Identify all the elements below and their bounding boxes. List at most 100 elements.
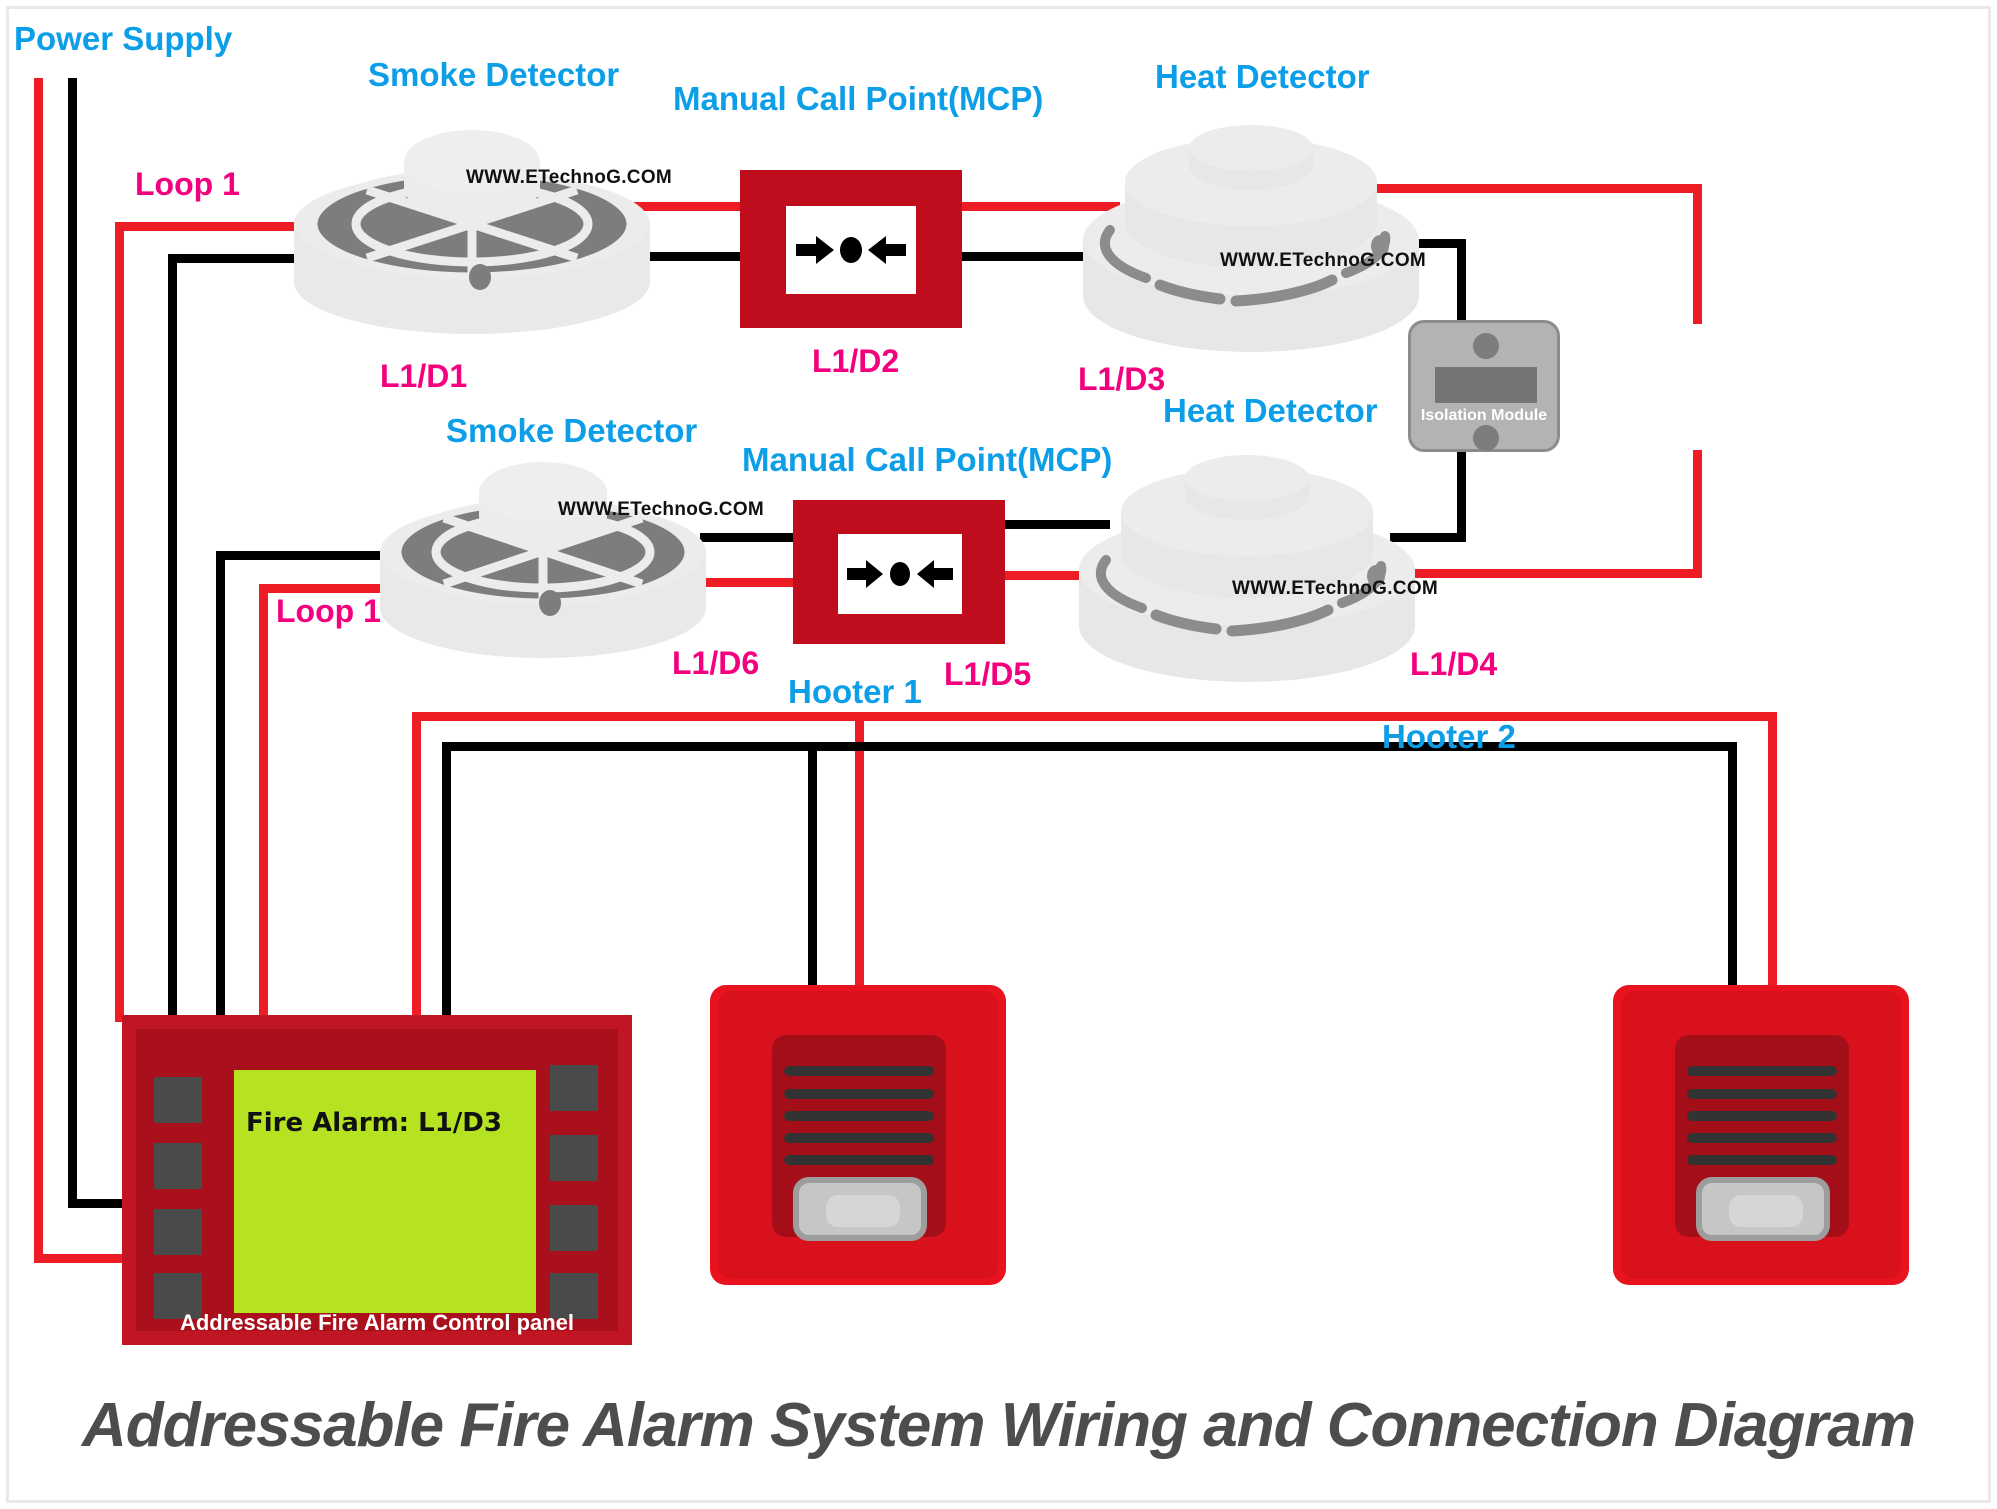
hooter-2-strobe-lens — [1696, 1177, 1830, 1241]
label-heat-detector-1: Heat Detector — [1155, 58, 1370, 95]
panel-caption: Addressable Fire Alarm Control panel — [179, 1310, 575, 1335]
address-d6: L1/D6 — [672, 645, 760, 681]
fire-alarm-control-panel[interactable]: Fire Alarm: L1/D3 Addressable Fire Alarm… — [122, 1015, 632, 1345]
label-mcp-2: Manual Call Point(MCP) — [742, 441, 1113, 478]
wire-d3-to-isolation-black-v — [1457, 239, 1466, 324]
address-d5: L1/D5 — [944, 656, 1032, 692]
label-hooter-1: Hooter 1 — [788, 673, 922, 710]
hooter-2-grille — [1675, 1035, 1849, 1241]
wire-hooter-red-panel-riser — [412, 712, 421, 1022]
wire-d3-to-isolation-red-h — [1362, 184, 1702, 193]
wire-d6-to-panel-black-v — [216, 551, 225, 1021]
wire-power-black-vertical — [68, 78, 77, 1208]
panel-lcd-display: Fire Alarm: L1/D3 — [234, 1070, 536, 1313]
mcp-window-2 — [838, 534, 962, 614]
wire-d1-to-d2-black — [612, 252, 742, 261]
wire-d3-to-isolation-black-h — [1384, 239, 1466, 248]
heat-detector-1[interactable] — [1080, 118, 1422, 368]
wire-d5-to-d6-black — [700, 533, 800, 542]
label-smoke-detector-2: Smoke Detector — [446, 412, 698, 449]
smoke-detector-2[interactable] — [378, 440, 708, 660]
hooter-1-strobe-lens — [793, 1177, 927, 1241]
wire-d2-to-d3-red — [960, 202, 1120, 211]
manual-call-point-1[interactable] — [740, 170, 962, 328]
wire-power-red-horizontal — [34, 1254, 124, 1263]
hooter-2-strobe-lens-inner — [1729, 1195, 1803, 1227]
label-power-supply: Power Supply — [14, 20, 233, 57]
hooter-2[interactable] — [1613, 985, 1909, 1285]
wire-d6-to-panel-black-h — [216, 551, 391, 560]
wire-isolation-to-d4-red-h — [1398, 569, 1702, 578]
wire-d4-to-d5-red — [1000, 571, 1110, 580]
wire-hooter2-black-drop — [1728, 742, 1737, 985]
wire-hooter-black-bus — [442, 742, 1737, 751]
heat-detector-2[interactable] — [1076, 448, 1418, 698]
wire-d1-to-d2-red — [610, 202, 742, 211]
hooter-1-strobe-lens-inner — [826, 1195, 900, 1227]
panel-button-left-2[interactable] — [154, 1143, 202, 1189]
hooter-2-bar-4 — [1687, 1133, 1837, 1143]
isolation-module[interactable]: Isolation Module — [1408, 320, 1560, 452]
panel-button-right-4[interactable] — [550, 1273, 598, 1319]
watermark-d1: WWW.ETechnoG.COM — [466, 167, 673, 188]
address-d4: L1/D4 — [1410, 646, 1498, 682]
wire-d4-to-d5-black — [1000, 520, 1110, 529]
label-loop1-bottom: Loop 1 — [276, 593, 381, 629]
wire-hooter1-black-drop — [808, 742, 817, 985]
panel-display-text: Fire Alarm: L1/D3 — [246, 1108, 502, 1138]
address-d1: L1/D1 — [380, 358, 468, 394]
isolation-module-knob-top — [1473, 333, 1499, 359]
wire-loop1-red-riser — [115, 222, 124, 1022]
isolation-module-screen — [1435, 367, 1537, 403]
wire-power-red-vertical — [34, 78, 43, 1263]
hooter-1-bar-2 — [784, 1089, 934, 1099]
wire-hooter2-red-drop — [1768, 712, 1777, 985]
wire-power-black-horizontal — [68, 1199, 124, 1208]
hooter-1-bar-3 — [784, 1111, 934, 1121]
wire-loop1-red-to-d1 — [115, 222, 305, 231]
hooter-2-bar-3 — [1687, 1111, 1837, 1121]
wire-d3-to-isolation-red-v — [1693, 184, 1702, 324]
wire-isolation-to-d4-black-v — [1457, 450, 1466, 542]
hooter-2-bar-5 — [1687, 1155, 1837, 1165]
watermark-d3: WWW.ETechnoG.COM — [1220, 250, 1427, 271]
panel-button-right-2[interactable] — [550, 1135, 598, 1181]
hooter-2-bar-2 — [1687, 1089, 1837, 1099]
isolation-module-knob-bottom — [1473, 425, 1499, 451]
wire-d6-to-panel-red-h — [259, 584, 394, 593]
diagram-border — [6, 6, 1991, 1503]
label-smoke-detector-1: Smoke Detector — [368, 56, 620, 93]
panel-button-right-1[interactable] — [550, 1065, 598, 1111]
wire-isolation-to-d4-red-v — [1693, 450, 1702, 578]
hooter-1-bar-4 — [784, 1133, 934, 1143]
smoke-detector-1[interactable] — [292, 112, 652, 337]
wire-loop1-black-to-d1 — [168, 254, 313, 263]
wire-hooter-black-panel-riser — [442, 742, 451, 1022]
panel-button-left-3[interactable] — [154, 1209, 202, 1255]
panel-button-left-1[interactable] — [154, 1077, 202, 1123]
watermark-d6: WWW.ETechnoG.COM — [558, 499, 765, 520]
label-heat-detector-2: Heat Detector — [1163, 392, 1378, 429]
wire-isolation-to-d4-black-h — [1390, 533, 1466, 542]
mcp-arrow-glyph-2 — [847, 560, 953, 588]
address-d3: L1/D3 — [1078, 361, 1166, 397]
panel-button-left-4[interactable] — [154, 1273, 202, 1319]
hooter-1[interactable] — [710, 985, 1006, 1285]
hooter-1-bar-5 — [784, 1155, 934, 1165]
label-hooter-2: Hooter 2 — [1382, 718, 1516, 755]
manual-call-point-2[interactable] — [793, 500, 1005, 644]
label-loop1-top: Loop 1 — [135, 166, 240, 202]
wire-d6-to-panel-red-v — [259, 584, 268, 1022]
wire-hooter-red-bus — [412, 712, 1777, 721]
diagram-title: Addressable Fire Alarm System Wiring and… — [81, 1391, 1916, 1460]
watermark-d4: WWW.ETechnoG.COM — [1232, 578, 1439, 599]
hooter-1-grille — [772, 1035, 946, 1241]
wire-d5-to-d6-red — [700, 578, 800, 587]
panel-button-right-3[interactable] — [550, 1205, 598, 1251]
address-d2: L1/D2 — [812, 343, 900, 379]
hooter-2-bar-1 — [1687, 1066, 1837, 1076]
wire-loop1-black-riser — [168, 254, 177, 1022]
label-mcp-1: Manual Call Point(MCP) — [673, 80, 1044, 117]
mcp-arrow-glyph-1 — [796, 236, 906, 264]
